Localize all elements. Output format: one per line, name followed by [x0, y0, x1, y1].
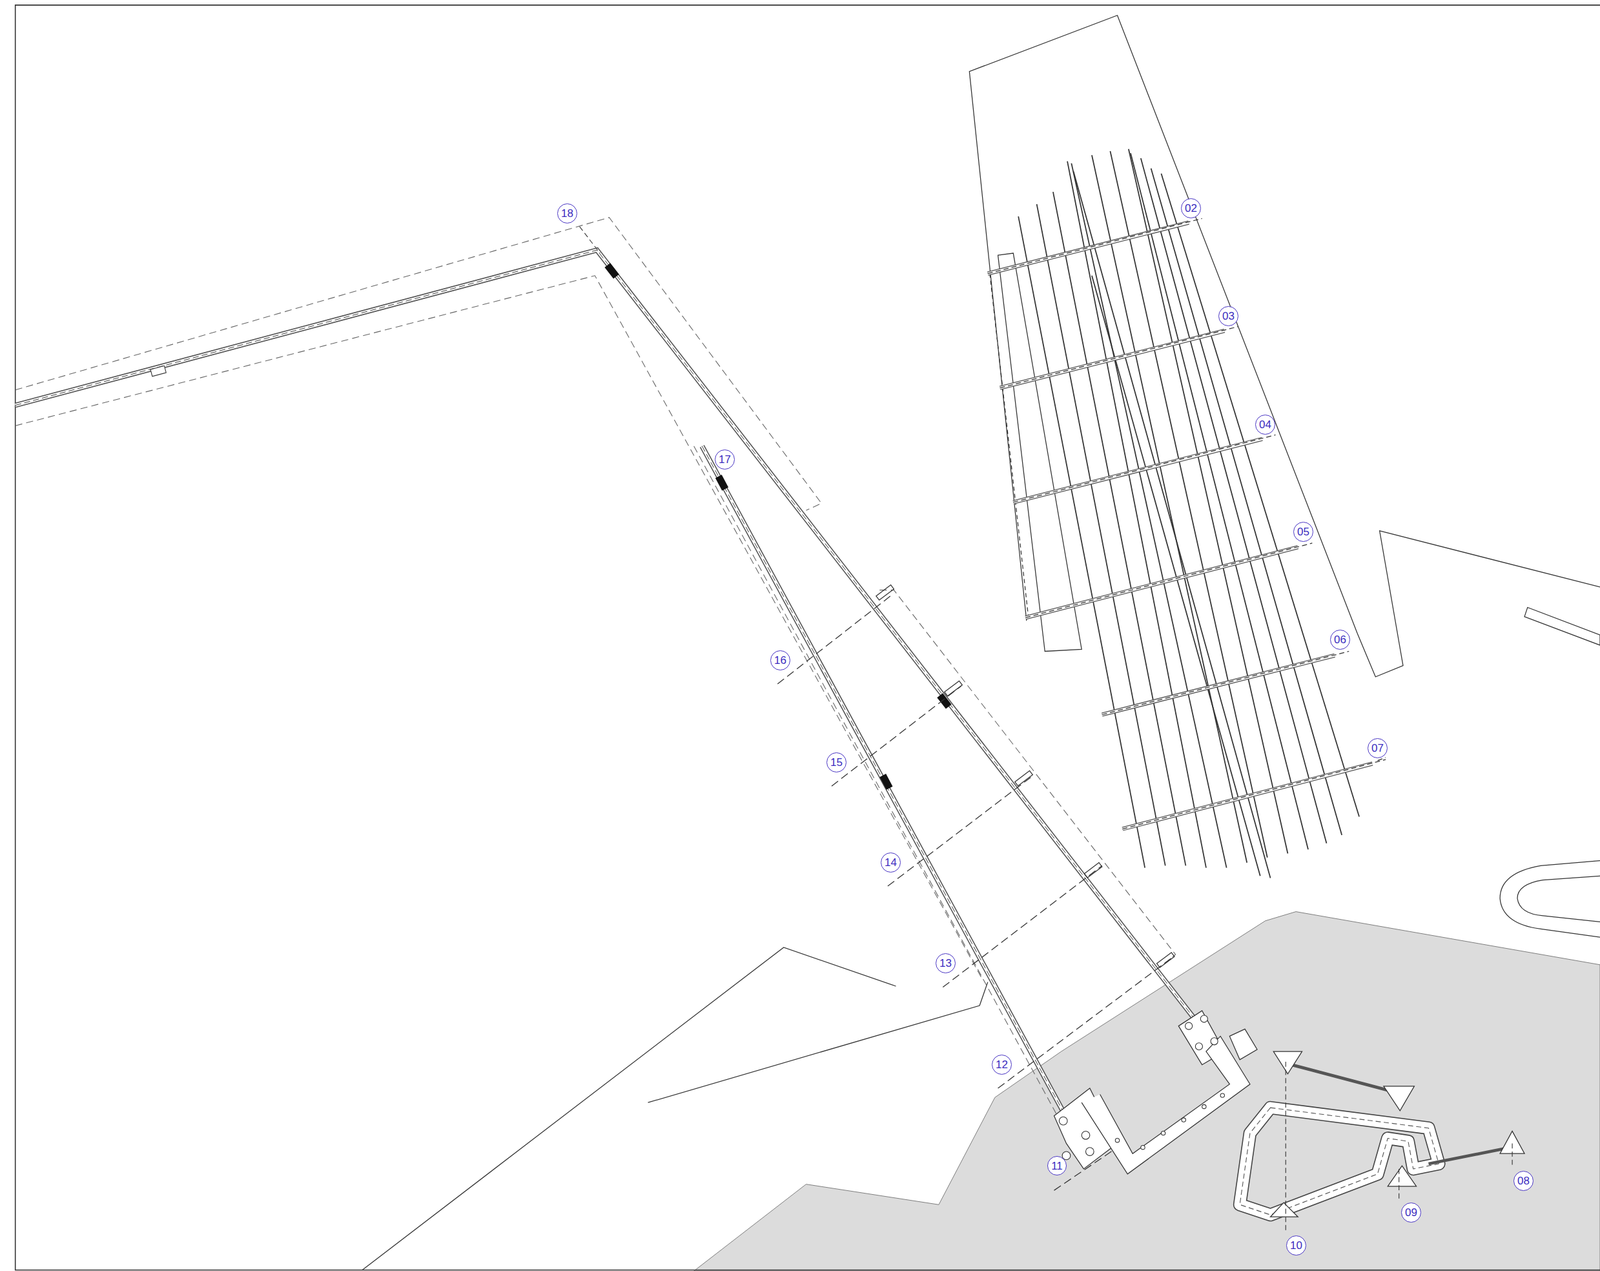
callout-number: 04 — [1259, 419, 1272, 431]
leader-line — [579, 226, 1513, 1232]
loop-outline — [1499, 860, 1600, 938]
walkway-envelope — [15, 217, 1176, 1123]
outline — [969, 15, 1358, 633]
cross-beams — [987, 218, 1386, 829]
outline — [648, 982, 988, 1103]
callout-number: 03 — [1222, 310, 1235, 322]
callout-circle: 05 — [1293, 521, 1314, 542]
callout-circle: 10 — [1286, 1235, 1307, 1256]
pier-triangle — [1270, 1051, 1526, 1217]
slot — [1524, 607, 1600, 646]
link-beam — [1287, 1063, 1511, 1164]
frame — [15, 5, 1600, 1271]
foundation — [1054, 1010, 1258, 1174]
callout-number: 15 — [830, 756, 843, 768]
outline — [362, 947, 897, 1271]
callout-circle: 16 — [770, 650, 791, 671]
callout-circle: 02 — [1180, 198, 1201, 219]
support-block — [604, 262, 1209, 1132]
shore-ground — [694, 911, 1600, 1271]
section-marker — [876, 584, 1175, 968]
section-line — [777, 594, 1174, 1190]
callout-number: 02 — [1184, 202, 1198, 214]
callout-number: 09 — [1405, 1206, 1418, 1218]
callout-circle: 13 — [935, 953, 956, 974]
side-beam — [998, 253, 1083, 651]
callout-number: 05 — [1297, 526, 1310, 538]
joint — [150, 365, 166, 376]
callout-number: 07 — [1371, 742, 1384, 754]
callout-number: 17 — [718, 453, 731, 465]
callout-circle: 04 — [1255, 414, 1276, 435]
side-beam — [989, 273, 1029, 619]
walkway — [15, 249, 1205, 1123]
callout-number: 11 — [1051, 1160, 1063, 1172]
callout-circle: 09 — [1401, 1202, 1422, 1223]
callout-number: 12 — [995, 1058, 1008, 1070]
pile — [1058, 1015, 1225, 1160]
loop-walkway — [1239, 1107, 1439, 1215]
callout-number: 10 — [1290, 1239, 1303, 1251]
callout-circle: 15 — [826, 752, 847, 773]
callout-circle: 06 — [1330, 629, 1351, 650]
callout-number: 13 — [939, 957, 952, 969]
loop-outline — [1517, 875, 1600, 922]
callout-number: 06 — [1333, 634, 1347, 646]
callout-circle: 08 — [1513, 1170, 1534, 1191]
callout-number: 14 — [884, 856, 897, 868]
fan-structure — [1018, 149, 1360, 879]
callout-circle: 18 — [557, 203, 578, 224]
callout-circle: 12 — [991, 1054, 1012, 1075]
callout-circle: 07 — [1367, 738, 1388, 759]
callout-number: 08 — [1517, 1175, 1530, 1187]
callout-circle: 11 — [1047, 1155, 1067, 1176]
callout-circle: 17 — [714, 449, 735, 470]
callout-number: 18 — [561, 207, 574, 219]
callout-circle: 14 — [880, 852, 901, 873]
callout-circle: 03 — [1218, 306, 1239, 327]
outline — [1357, 530, 1600, 677]
callout-number: 16 — [774, 654, 787, 666]
